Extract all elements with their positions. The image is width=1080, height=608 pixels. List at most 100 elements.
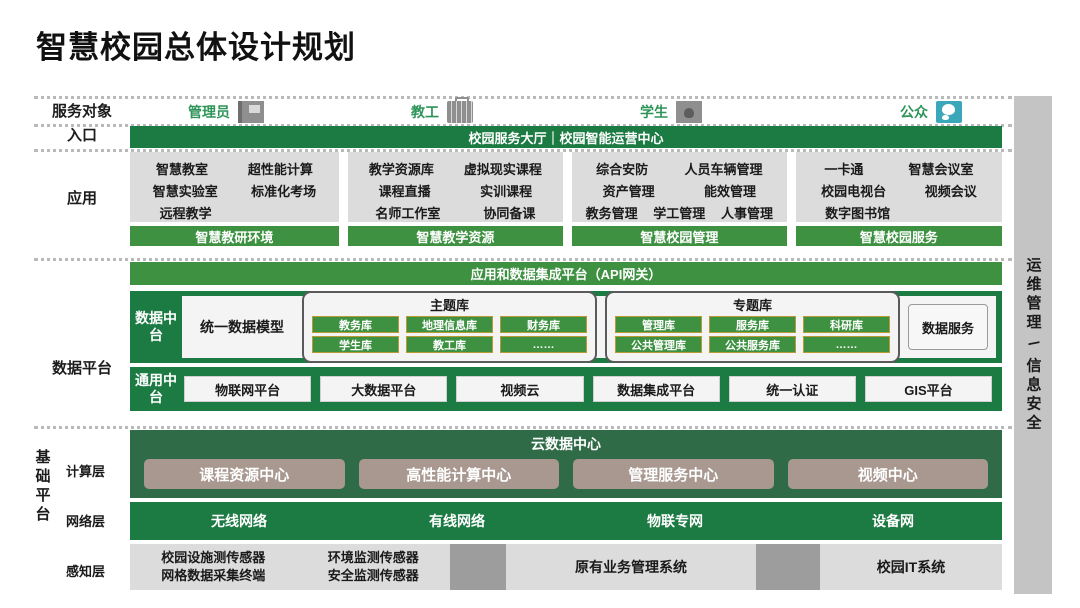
label-network-layer: 网络层: [66, 514, 106, 529]
general-item[interactable]: GIS平台: [864, 376, 993, 402]
app-group-bar[interactable]: 智慧校园管理: [571, 226, 787, 246]
app-item[interactable]: 视频会议: [924, 184, 977, 199]
service-object-label: 学生: [640, 104, 668, 120]
app-item[interactable]: 超性能计算: [247, 162, 313, 177]
service-object-label: 教工: [411, 104, 439, 120]
app-item[interactable]: 人员车辆管理: [684, 162, 763, 177]
sensing-box-sensors[interactable]: 校园设施测传感器 网格数据采集终端 环境监测传感器 安全监测传感器: [130, 544, 450, 590]
cloud-center-item[interactable]: 视频中心: [787, 459, 988, 489]
label-entrance: 入口: [66, 127, 97, 144]
app-item[interactable]: 能效管理: [704, 184, 757, 199]
network-item[interactable]: 有线网络: [429, 513, 485, 529]
library-item[interactable]: 教务库: [312, 316, 399, 333]
sensing-layer-band: 校园设施测传感器 网格数据采集终端 环境监测传感器 安全监测传感器 原有业务管理…: [130, 544, 1002, 590]
library-row: 学生库 教工库 ……: [312, 336, 587, 353]
app-row: 资产管理 能效管理: [578, 181, 781, 200]
app-group-campus-management: 综合安防 人员车辆管理 资产管理 能效管理 教务管理 学工管理 人事管理 智慧校…: [571, 152, 787, 246]
app-row: 教学资源库 虚拟现实课程: [354, 159, 557, 178]
service-object-row: 管理员 教工 学生 公众: [130, 97, 1002, 126]
app-item[interactable]: 智慧教室: [155, 162, 208, 177]
library-item[interactable]: 服务库: [709, 316, 796, 333]
app-row: 综合安防 人员车辆管理: [578, 159, 781, 178]
app-row: 智慧教室 超性能计算: [136, 159, 333, 178]
data-middle-label: 数据中台: [135, 310, 177, 343]
app-item[interactable]: 校园电视台: [821, 184, 887, 199]
general-item[interactable]: 物联网平台: [184, 376, 312, 402]
app-group-teaching-resources: 教学资源库 虚拟现实课程 课程直播 实训课程 名师工作室 协同备课 智慧教学资源: [347, 152, 563, 246]
app-group-bar[interactable]: 智慧教研环境: [130, 226, 339, 246]
app-item[interactable]: 标准化考场: [251, 184, 317, 199]
sensing-box-legacy-systems[interactable]: 原有业务管理系统: [506, 544, 756, 590]
library-item[interactable]: 科研库: [803, 316, 890, 333]
divider-app-data: [34, 258, 1012, 261]
speech-bubble-icon: [936, 101, 962, 123]
app-item[interactable]: 教务管理: [585, 206, 638, 221]
app-item[interactable]: 教学资源库: [368, 162, 434, 177]
data-service-box[interactable]: 数据服务: [908, 304, 988, 350]
network-item[interactable]: 设备网: [872, 513, 914, 529]
network-layer-row: 无线网络 有线网络 物联专网 设备网: [130, 502, 1002, 540]
theme-library-title: 主题库: [429, 298, 469, 313]
app-item[interactable]: 名师工作室: [375, 206, 441, 221]
label-service-object: 服务对象: [51, 103, 112, 120]
library-item[interactable]: 地理信息库: [406, 316, 493, 333]
app-group-bar[interactable]: 智慧教学资源: [347, 226, 563, 246]
label-base-platform: 基础平台: [35, 449, 51, 523]
app-item[interactable]: 课程直播: [378, 184, 431, 199]
library-item[interactable]: 财务库: [500, 316, 587, 333]
app-item[interactable]: 数字图书馆: [825, 206, 891, 221]
general-item[interactable]: 统一认证: [728, 376, 856, 402]
app-item[interactable]: 虚拟现实课程: [463, 162, 542, 177]
library-item[interactable]: ……: [500, 336, 587, 353]
library-item[interactable]: 管理库: [615, 316, 702, 333]
sensing-columns: 校园设施测传感器 网格数据采集终端 环境监测传感器 安全监测传感器: [130, 549, 450, 585]
cloud-center-item[interactable]: 高性能计算中心: [358, 459, 559, 489]
app-item[interactable]: 智慧会议室: [908, 162, 974, 177]
left-label-column: 服务对象 入口 应用 数据平台: [34, 96, 130, 606]
app-row: 远程教学: [136, 203, 333, 222]
library-row: 教务库 地理信息库 财务库: [312, 316, 587, 333]
library-item[interactable]: 学生库: [312, 336, 399, 353]
cloud-center-item[interactable]: 课程资源中心: [144, 459, 345, 489]
page-title: 智慧校园总体设计规划: [36, 30, 356, 65]
library-item[interactable]: 公共服务库: [709, 336, 796, 353]
app-group-items: 一卡通 智慧会议室 校园电视台 视频会议 数字图书馆: [795, 152, 1003, 222]
app-item[interactable]: 人事管理: [720, 206, 773, 221]
label-sensing-layer: 感知层: [66, 564, 106, 579]
cloud-center-item[interactable]: 管理服务中心: [573, 459, 774, 489]
app-item[interactable]: 智慧实验室: [152, 184, 218, 199]
app-item[interactable]: 学工管理: [653, 206, 706, 221]
entrance-bar[interactable]: 校园服务大厅｜校园智能运营中心: [130, 126, 1002, 148]
app-item[interactable]: 资产管理: [602, 184, 655, 199]
cloud-center-row: 课程资源中心 高性能计算中心 管理服务中心 视频中心: [130, 454, 1002, 489]
general-middle-label: 通用中台: [135, 372, 177, 405]
briefcase-icon: [447, 97, 473, 123]
app-item[interactable]: 实训课程: [480, 184, 533, 199]
app-group-research: 智慧教室 超性能计算 智慧实验室 标准化考场 远程教学 智慧教研环境: [130, 152, 339, 246]
label-application: 应用: [66, 190, 97, 207]
service-object-label: 公众: [900, 104, 928, 120]
library-item[interactable]: 教工库: [406, 336, 493, 353]
app-item[interactable]: 协同备课: [483, 206, 536, 221]
general-middle-items: 物联网平台 大数据平台 视频云 数据集成平台 统一认证 GIS平台: [182, 367, 1002, 411]
divider-entrance-app: [34, 149, 1012, 152]
library-item[interactable]: 公共管理库: [615, 336, 702, 353]
app-item[interactable]: 远程教学: [159, 206, 212, 221]
app-row: 数字图书馆: [802, 203, 996, 222]
book-icon: [238, 101, 264, 123]
app-group-bar[interactable]: 智慧校园服务: [795, 226, 1003, 246]
api-gateway-bar[interactable]: 应用和数据集成平台（API网关）: [130, 262, 1002, 285]
service-object-staff: 教工: [411, 97, 473, 126]
sensing-box-it-systems[interactable]: 校园IT系统: [820, 544, 1002, 590]
special-library-title: 专题库: [732, 298, 772, 313]
general-item[interactable]: 大数据平台: [320, 376, 448, 402]
theme-library-group: 主题库 教务库 地理信息库 财务库 学生库 教工库 ……: [302, 291, 597, 363]
general-item[interactable]: 数据集成平台: [592, 376, 720, 402]
network-item[interactable]: 无线网络: [211, 513, 267, 529]
service-object-student: 学生: [640, 98, 702, 126]
network-item[interactable]: 物联专网: [647, 513, 703, 529]
general-item[interactable]: 视频云: [456, 376, 584, 402]
app-item[interactable]: 一卡通: [824, 162, 864, 177]
app-item[interactable]: 综合安防: [596, 162, 649, 177]
library-item[interactable]: ……: [803, 336, 890, 353]
